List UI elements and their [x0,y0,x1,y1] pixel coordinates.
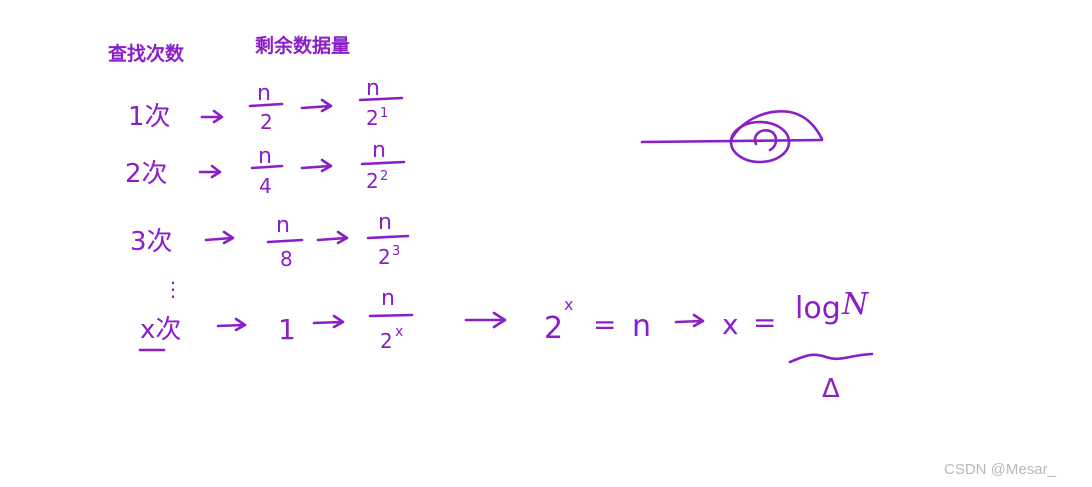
row-1-pow-base: 2 [366,106,379,130]
row-3-pow-num: n [378,210,392,235]
row-1-pow-bar [358,96,404,102]
circle-sketch [640,110,824,164]
row-2-frac-bar [250,164,284,170]
row-3-frac-bar [266,238,304,244]
row-x: x次 1 n 2 x [138,286,414,353]
row-3-pow-exp: 3 [392,244,400,259]
row-1-arrow-2 [300,98,333,113]
sketch-circle [729,120,791,164]
row-x-pow-num: n [381,286,395,311]
row-3-pow-bar [366,234,410,240]
row-1-pow-num: n [366,76,380,101]
equation-exp: x [564,295,573,314]
row-2-pow-exp: 2 [380,169,388,184]
equation-log-arg: N [841,287,870,322]
row-1-pow-exp: 1 [380,106,388,121]
row-1: 1次 n 2 n 2 1 [128,76,404,134]
row-3-frac-num: n [276,213,290,238]
row-1-count: 1次 [128,102,171,132]
row-3-arrow-1 [204,230,235,245]
row-2-arrow-1 [198,164,222,179]
underbrace-stroke [788,352,874,364]
row-x-arrow-1 [216,317,247,332]
equation: 2 x = n x = log N [544,287,870,346]
row-x-pow-bar [368,313,414,318]
equation-rhs: n [632,309,651,344]
row-2-count: 2次 [125,159,168,189]
row-1-frac-num: n [257,81,271,106]
row-x-pow-base: 2 [380,329,393,353]
row-1-arrow-1 [200,109,224,124]
underset-delta: Δ [822,374,840,404]
equation-equals-1: = [593,308,616,341]
vertical-ellipsis: ⋮ [163,277,183,301]
equation-base: 2 [544,311,563,346]
row-x-value: 1 [278,313,296,346]
row-2-frac-den: 4 [259,174,272,198]
equation-arrow-1 [464,311,507,329]
row-2-pow-base: 2 [366,169,379,193]
row-2-frac-num: n [258,144,272,169]
row-3-count: 3次 [130,227,173,257]
row-x-arrow-2 [312,314,345,329]
equation-log: log [795,291,841,326]
row-x-pow-exp: x [395,324,403,340]
row-1-frac-den: 2 [260,110,273,134]
watermark: CSDN @Mesar_ [944,461,1057,478]
row-2-pow-bar [360,160,406,166]
row-x-count: x次 [140,315,181,345]
row-2: 2次 n 4 n 2 2 [125,138,406,198]
row-3-pow-base: 2 [378,245,391,269]
header-search-count: 查找次数 [107,42,185,65]
row-3-arrow-2 [316,230,349,245]
equation-arrow-2 [674,313,705,328]
row-2-arrow-2 [300,158,333,173]
equation-var: x [722,308,739,341]
row-1-frac-bar [248,102,284,108]
row-3: 3次 n 8 n 2 3 [130,210,410,271]
row-2-pow-num: n [372,138,386,163]
header-remaining: 剩余数据量 [255,34,350,57]
row-3-frac-den: 8 [280,247,293,271]
sketch-inner-loop [753,129,778,152]
equation-equals-2: = [753,306,776,339]
